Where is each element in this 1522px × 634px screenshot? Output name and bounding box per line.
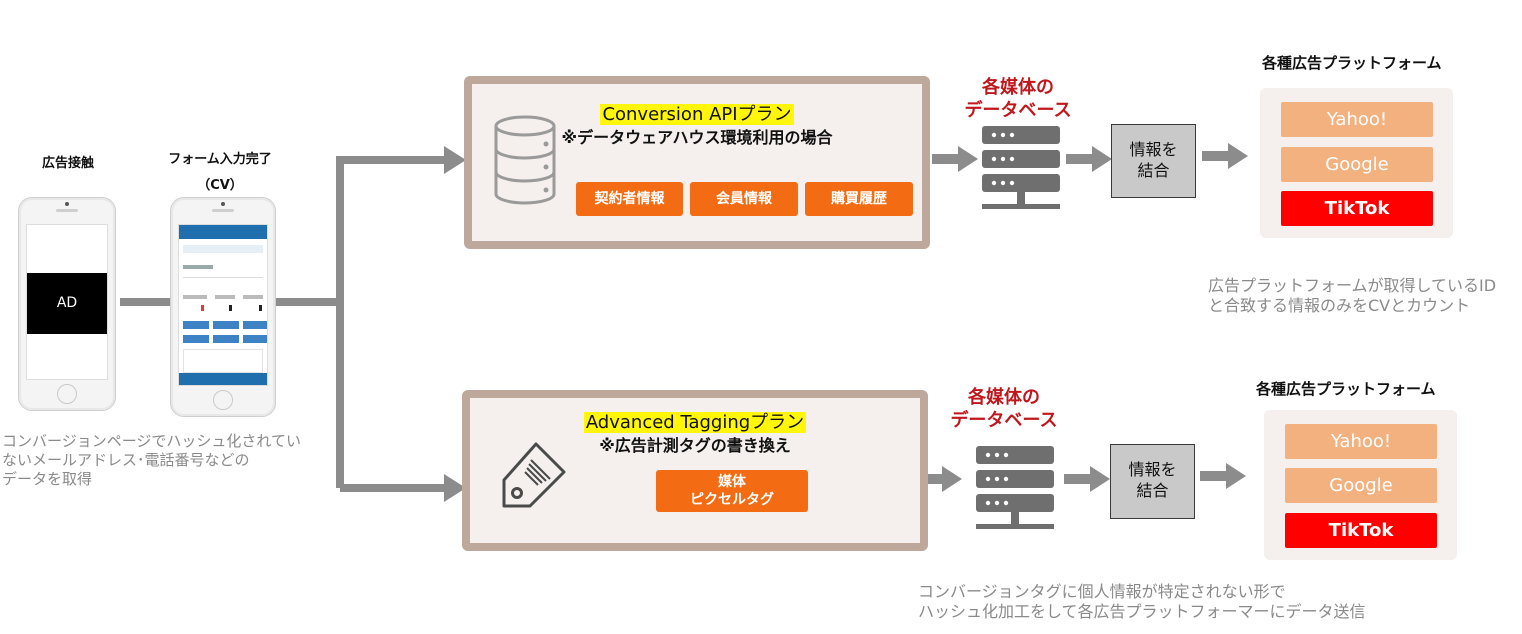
plan-subtitle: ※データウェアハウス環境利用の場合 (561, 128, 833, 147)
pixel-tag-button: 媒体 ピクセルタグ (656, 470, 808, 512)
smartphone-icon: AD (18, 197, 116, 411)
database-title: 各媒体の データベース (964, 77, 1072, 121)
platform-yahoo: Yahoo! (1285, 424, 1437, 459)
arrow-icon (1064, 466, 1110, 492)
plan-title: Conversion APIプラン (600, 104, 794, 125)
platform-yahoo: Yahoo! (1281, 102, 1433, 137)
top-platform-note: 広告プラットフォームが取得しているID と合致する情報のみをCVとカウント (1208, 276, 1497, 315)
database-icon (494, 115, 556, 205)
arrow-icon (932, 146, 978, 172)
platform-title: 各種広告プラットフォーム (1256, 380, 1436, 398)
platform-title: 各種広告プラットフォーム (1262, 54, 1442, 72)
plan-subtitle: ※広告計測タグの書き換え (599, 436, 791, 455)
bottom-platform-note: コンバージョンタグに個人情報が特定されない形で ハッシュ化加工をして各広告プラッ… (918, 582, 1366, 621)
platform-google: Google (1285, 468, 1437, 503)
platform-tiktok: TikTok (1281, 191, 1433, 226)
platform-tiktok: TikTok (1285, 513, 1437, 548)
phone-screen-dashboard (178, 224, 268, 386)
server-icon (982, 126, 1060, 209)
arrow-icon (1200, 463, 1246, 489)
arrow-icon (916, 466, 962, 492)
arrow-icon (1066, 146, 1112, 172)
smartphone-icon (170, 197, 276, 417)
plan-title: Advanced Taggingプラン (583, 412, 807, 433)
phone-screen: AD (26, 224, 108, 380)
purchase-history-button: 購買履歴 (805, 182, 913, 216)
contract-info-button: 契約者情報 (576, 182, 683, 216)
advanced-tagging-plan-box: Advanced Taggingプラン ※広告計測タグの書き換え 媒体 ピクセル… (462, 390, 928, 551)
join-info-box: 情報を 結合 (1111, 124, 1196, 198)
member-info-button: 会員情報 (690, 182, 798, 216)
platform-panel: Yahoo! Google TikTok (1264, 410, 1457, 560)
ad-banner: AD (27, 273, 107, 334)
form-complete-label: フォーム入力完了 (168, 152, 272, 167)
ad-contact-label: 広告接触 (41, 156, 94, 171)
server-icon (976, 446, 1054, 529)
join-info-box: 情報を 結合 (1110, 444, 1195, 519)
platform-google: Google (1281, 147, 1433, 182)
database-title: 各媒体の データベース (950, 387, 1058, 431)
arrow-icon (1202, 143, 1248, 169)
platform-panel: Yahoo! Google TikTok (1260, 88, 1453, 238)
left-note: コンバージョンページでハッシュ化されてい ないメールアドレス･電話番号などの デ… (2, 432, 301, 488)
cv-label: （CV） (197, 178, 243, 193)
tag-icon (502, 442, 566, 508)
conversion-api-plan-box: Conversion APIプラン ※データウェアハウス環境利用の場合 契約者情… (464, 76, 930, 249)
